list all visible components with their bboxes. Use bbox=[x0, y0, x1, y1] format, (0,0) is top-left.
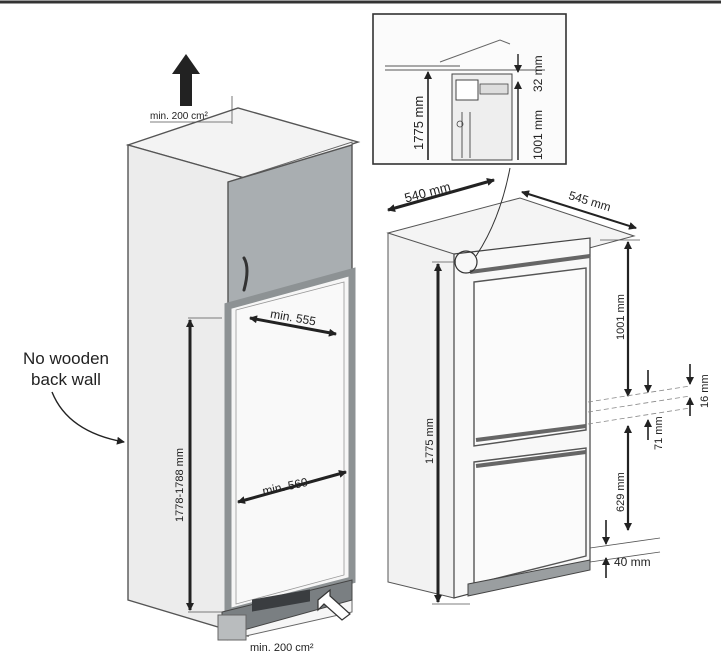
top-vent-label: min. 200 cm² bbox=[150, 111, 208, 122]
gap-upper-label: 16 mm bbox=[699, 374, 711, 408]
fridge-upper-door bbox=[473, 267, 587, 447]
fridge-height-label: 1775 mm bbox=[424, 418, 436, 464]
fridge-width-label: 540 mm bbox=[403, 179, 452, 206]
door-handle bbox=[242, 256, 249, 292]
cabinet-height-label: 1778-1788 mm bbox=[174, 448, 186, 522]
width-top-dim-line bbox=[249, 315, 337, 337]
vent-grille bbox=[252, 589, 310, 612]
gap-mid-label: 71 mm bbox=[653, 416, 665, 450]
back-wall-note-line-1: No wooden bbox=[22, 349, 109, 368]
cabinet-drawing: min. 200 cm² min. 200 cm² min. 555 min. … bbox=[51, 54, 361, 653]
fridge-width-dim-line bbox=[387, 178, 495, 212]
back-wall-arrow bbox=[51, 391, 125, 445]
detail-inset: 1775 mm 32 mm 1001 mm bbox=[372, 13, 567, 165]
lower-section-label: 629 mm bbox=[615, 472, 627, 512]
fridge-side bbox=[387, 232, 455, 599]
width-bottom-dim-line bbox=[237, 470, 347, 504]
fridge-depth-dim-line bbox=[521, 190, 637, 230]
inset-top-offset-label: 32 mm bbox=[531, 55, 545, 92]
fridge-base bbox=[467, 559, 591, 597]
back-wall-note-line-2: back wall bbox=[31, 370, 101, 389]
inset-height-label: 1775 mm bbox=[411, 96, 426, 150]
fridge-drawing: 540 mm 545 mm 1775 mm 1001 mm 16 mm 71 m… bbox=[386, 167, 711, 605]
cabinet-base bbox=[217, 614, 247, 641]
cabinet-niche-back bbox=[235, 281, 345, 605]
bottom-vent-label: min. 200 cm² bbox=[250, 642, 314, 653]
fridge-lower-door bbox=[473, 447, 587, 585]
airflow-up-arrow-icon bbox=[172, 54, 200, 106]
bottom-gap-label: 40 mm bbox=[614, 555, 651, 569]
airflow-in-arrow-icon bbox=[317, 588, 351, 621]
fridge-depth-label: 545 mm bbox=[567, 188, 613, 214]
upper-section-label: 1001 mm bbox=[615, 294, 627, 340]
back-wall-note: No wooden back wall bbox=[6, 348, 126, 390]
inset-hinge-height-label: 1001 mm bbox=[531, 110, 545, 160]
